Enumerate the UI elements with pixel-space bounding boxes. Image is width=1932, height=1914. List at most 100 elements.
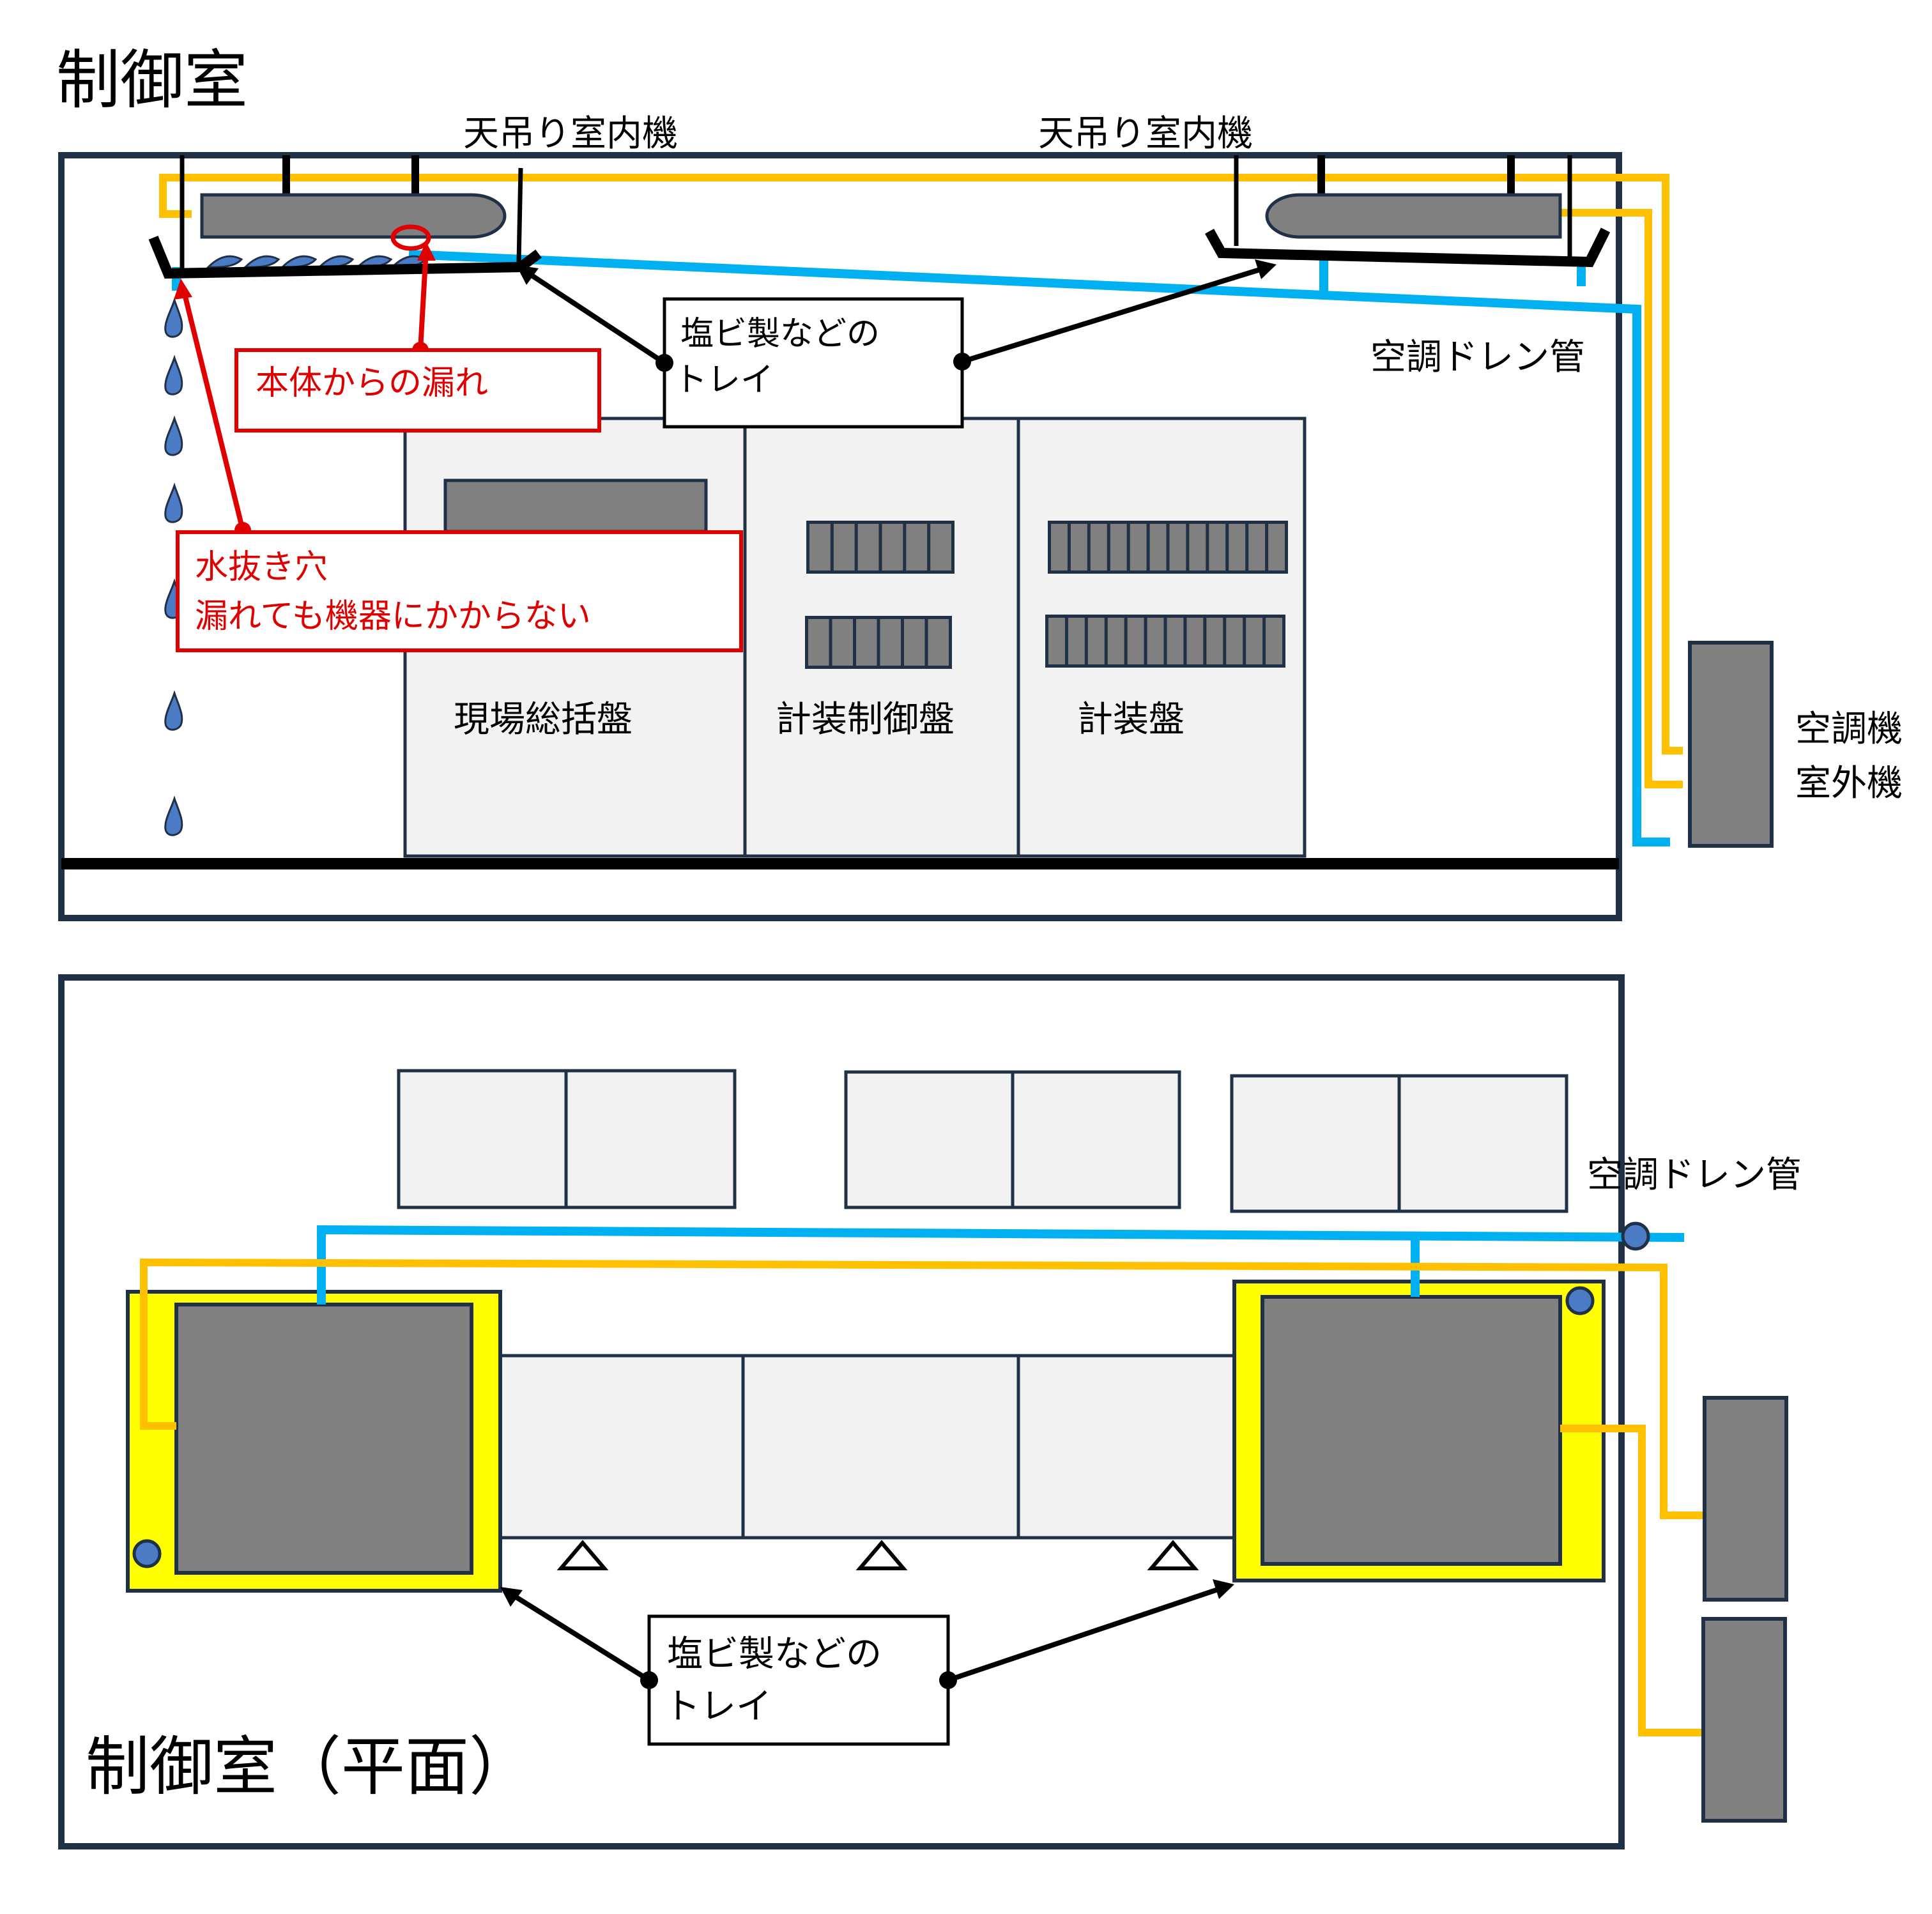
support-triangle [855, 1540, 908, 1570]
meter-cell [1068, 618, 1085, 664]
leak-callout-box [234, 348, 601, 433]
meter-cell [1070, 524, 1087, 570]
meter-cell [1206, 618, 1223, 664]
plan-tray-arrowhead-left [500, 1587, 523, 1607]
indoor-unit-right-label: 天吊り室内機 [1038, 113, 1253, 155]
plan-tray-leader-dot [939, 1671, 957, 1689]
meter-cell [1048, 618, 1065, 664]
meter-cell [1130, 524, 1147, 570]
meter-block [1045, 615, 1285, 668]
drain-hole-callout-box [176, 530, 743, 652]
meter-cell [832, 619, 853, 666]
refrigerant-pipe-lower [1560, 209, 1683, 788]
panel-keisou: 計装盤 [1016, 417, 1307, 858]
drain-hole-callout-line2: 漏れても機器にかからない [195, 597, 591, 636]
panel-keisou-seigyo: 計装制御盤 [743, 417, 1020, 858]
panel-label: 現場総括盤 [454, 699, 632, 740]
meter-cell [1226, 618, 1243, 664]
plan-tray-leader-dot [640, 1671, 658, 1689]
water-drops [164, 297, 183, 836]
plan-drain-pipe [317, 1225, 1685, 1305]
drain-hole-arrowhead [174, 279, 192, 300]
meter-block [805, 616, 952, 669]
meter-cell [1209, 524, 1226, 570]
meter-cell [882, 524, 903, 570]
water-drop [164, 690, 183, 731]
meter-cell [1147, 618, 1164, 664]
tray-leader-right [961, 264, 1269, 364]
plan-tray-leader-right [947, 1584, 1227, 1683]
plan-tray-arrowhead-right [1213, 1579, 1234, 1599]
indoor-unit-body [200, 193, 507, 239]
plan-refrigerant-pipe-lower [1560, 1425, 1703, 1736]
water-drop [164, 795, 183, 836]
plan-tray-leader-left [506, 1589, 651, 1683]
outdoor-unit-label-line1: 空調機 [1795, 708, 1903, 750]
refrigerant-pipe-upper [159, 174, 1683, 754]
tray-leader-dot [953, 353, 971, 371]
meter-cell [856, 619, 877, 666]
plan-outdoor-unit [1701, 1617, 1787, 1823]
outdoor-unit-label-line2: 室外機 [1795, 763, 1903, 804]
meter-cell [833, 524, 855, 570]
meter-cell [1246, 618, 1263, 664]
meter-cell [906, 524, 928, 570]
plan-tray-callout-line2: トレイ [664, 1686, 772, 1727]
plan-outdoor-unit [1703, 1396, 1788, 1602]
drain-hole-callout-line1: 水抜き穴 [195, 548, 328, 586]
indoor-unit-body [1265, 193, 1562, 239]
plan-indoor-unit-left [174, 1303, 473, 1575]
drain-hole [1565, 1286, 1595, 1315]
indoor-unit-left [148, 155, 542, 279]
panel-row-upper [397, 1069, 1568, 1213]
water-drop [164, 297, 183, 338]
tray-arrowhead-right [1255, 259, 1276, 279]
support-triangle [556, 1540, 609, 1570]
meter-cell [1169, 524, 1186, 570]
plan-drain-pipe-label: 空調ドレン管 [1587, 1154, 1802, 1196]
meter-cell [928, 619, 949, 666]
water-drop [164, 482, 183, 523]
tray-callout-line2: トレイ [674, 361, 774, 399]
tray-leader-left [522, 268, 666, 365]
water-drop [164, 415, 183, 456]
support-triangle [1147, 1540, 1199, 1570]
panel-label: 計装制御盤 [776, 699, 954, 740]
meter-cell [1229, 524, 1246, 570]
meter-cell [1189, 524, 1206, 570]
panel-row-lower [498, 1354, 1238, 1540]
indoor-unit-right [1205, 155, 1611, 268]
plan-tray-callout-line1: 塩ビ製などの [667, 1634, 882, 1675]
plan-refrigerant-pipe-upper [140, 1258, 1705, 1519]
leak-leader [418, 249, 429, 351]
meter-cell [1110, 524, 1127, 570]
meter-cell [1268, 524, 1285, 570]
tray-leader-dot [656, 354, 673, 372]
meter-cell [1051, 524, 1068, 570]
section-title: 制御室 [56, 43, 248, 118]
tray-callout-line1: 塩ビ製などの [680, 315, 880, 353]
drain-pipe-label: 空調ドレン管 [1370, 337, 1585, 378]
meter-cell [1107, 618, 1124, 664]
plan-indoor-unit-right [1261, 1295, 1562, 1566]
outdoor-unit [1688, 641, 1774, 848]
indoor-unit-left-label: 天吊り室内機 [463, 113, 678, 155]
drip-tray [1205, 227, 1611, 268]
drip-tray [148, 235, 542, 279]
plan-title: 制御室（平面） [86, 1729, 533, 1804]
meter-cell [809, 524, 831, 570]
pooled-water [206, 255, 243, 268]
drain-hole [132, 1539, 162, 1568]
meter-cell [880, 619, 901, 666]
meter-cell [1266, 618, 1282, 664]
leak-callout-text: 本体からの漏れ [256, 364, 488, 402]
meter-cell [808, 619, 829, 666]
drain-pipe [408, 250, 1670, 846]
meter-cell [1127, 618, 1144, 664]
meter-cell [1149, 524, 1167, 570]
meter-cell [857, 524, 879, 570]
leak-arrowhead [417, 241, 436, 261]
meter-cell [904, 619, 925, 666]
meter-cell [1186, 618, 1204, 664]
